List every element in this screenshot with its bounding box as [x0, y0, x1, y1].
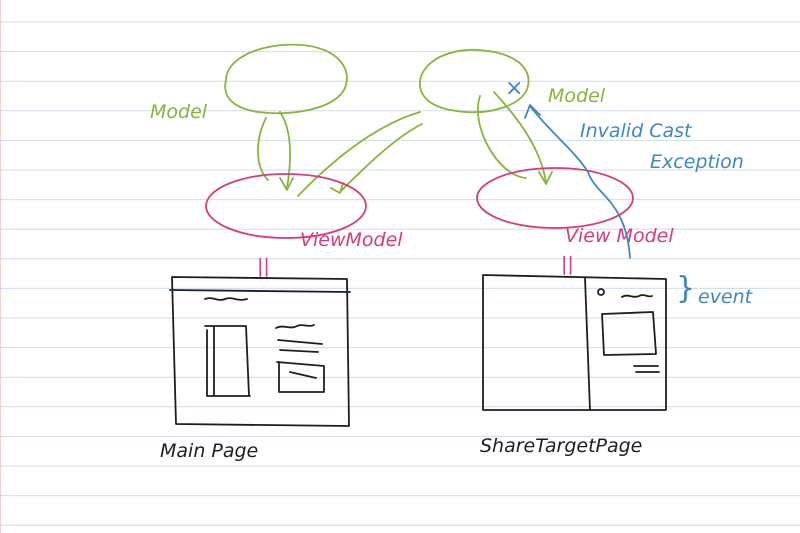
left-model-to-viewmodel-arrow — [257, 111, 291, 189]
error-label-line2: Exception — [650, 151, 744, 173]
left-arrowhead — [279, 177, 294, 191]
event-arrowhead — [524, 104, 541, 119]
right-viewmodel-label: View Model — [565, 225, 674, 247]
main-page-view: Main Page — [160, 276, 351, 462]
main-page-title-squiggle — [204, 297, 248, 301]
right-model-group: Model × — [419, 49, 606, 114]
left-viewmodel-ellipse — [205, 173, 367, 239]
main-page-frame — [169, 276, 351, 427]
share-page-label: ShareTargetPage — [480, 435, 642, 457]
right-arrowhead — [538, 171, 553, 185]
left-viewmodel-label: ViewModel — [300, 229, 403, 251]
right-viewmodel-ellipse — [476, 167, 634, 229]
share-page-title-squiggle — [621, 294, 653, 298]
error-label-line1: Invalid Cast — [580, 120, 693, 142]
right-model-ellipse — [419, 49, 530, 114]
share-page-frame — [482, 274, 667, 411]
right-model-to-left-viewmodel-arrow — [297, 111, 423, 197]
main-page-right-squiggle — [275, 324, 315, 329]
cross-arrowhead — [330, 182, 344, 194]
share-page-divider — [584, 277, 591, 411]
left-model-label: Model — [150, 101, 208, 123]
share-page-icon-dot — [597, 288, 605, 296]
right-model-to-viewmodel-arrow — [477, 91, 547, 183]
event-label: event — [698, 286, 754, 308]
main-page-right-list — [276, 339, 325, 393]
event-arrow — [529, 105, 631, 259]
left-binding-mark: || — [257, 255, 270, 277]
left-viewmodel-group: ViewModel || — [205, 173, 403, 277]
share-page-button — [633, 365, 660, 373]
left-model-ellipse — [224, 43, 348, 115]
share-page-content-box — [601, 311, 657, 356]
main-page-left-panel — [204, 325, 251, 397]
share-target-page-view: ShareTargetPage — [480, 274, 667, 457]
left-model-group: Model — [150, 43, 348, 123]
right-binding-mark: || — [561, 253, 574, 275]
curly-brace-icon: } — [676, 271, 695, 306]
cross-mark-icon: × — [505, 76, 523, 101]
right-viewmodel-group: View Model || — [476, 167, 674, 275]
main-page-label: Main Page — [160, 440, 258, 462]
right-model-label: Model — [548, 85, 606, 107]
